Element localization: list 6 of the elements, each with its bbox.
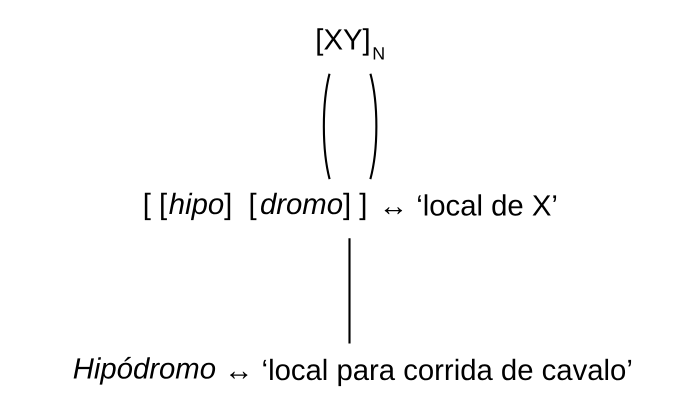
- node-text: Hipódromo ↔ ‘local para corrida de cavalo’: [72, 352, 633, 388]
- connector: [348, 238, 351, 344]
- connector: [369, 74, 378, 180]
- node-text: [ [hipo] [dromo] ] ↔ ‘local de X’: [142, 188, 558, 223]
- node-text: [XY]$_{N}$: [315, 24, 386, 64]
- connector: [322, 74, 331, 180]
